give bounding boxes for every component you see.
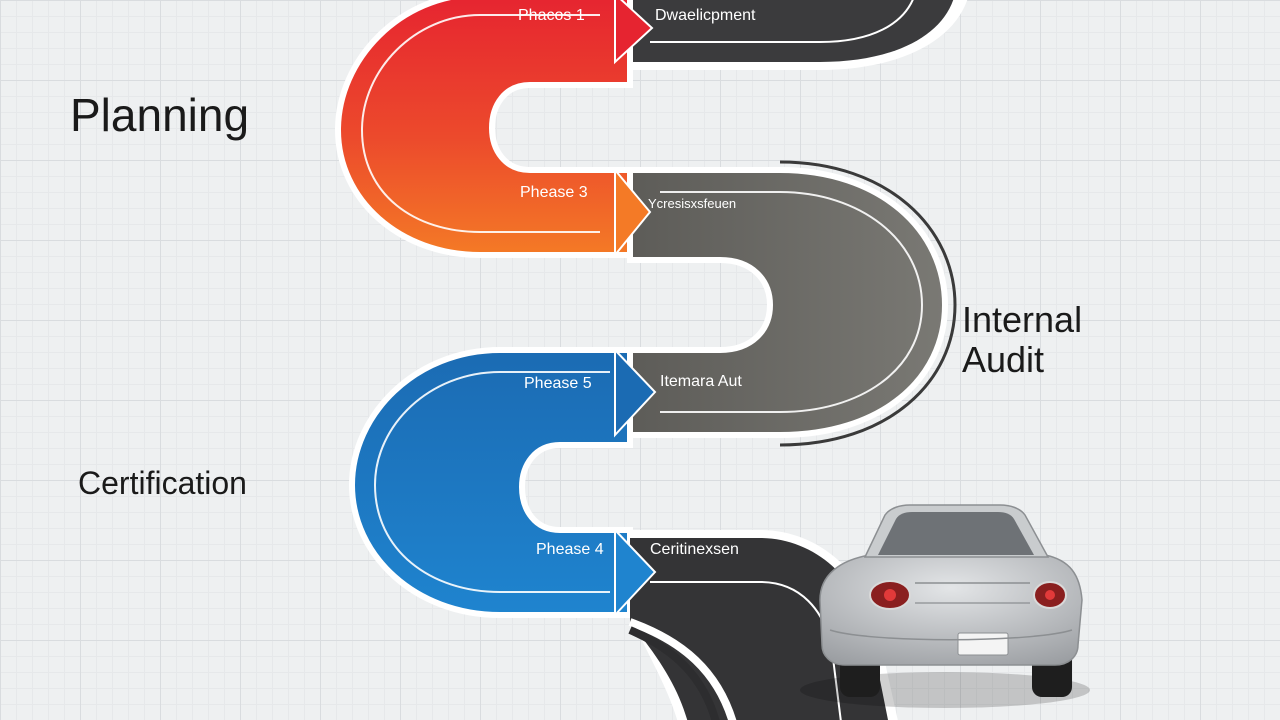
phase-label-3: Phease 5 xyxy=(524,375,592,392)
label-certification: Certification xyxy=(78,465,247,501)
phase-arrows xyxy=(614,0,657,618)
road-segment-blue xyxy=(348,347,633,618)
phase-label-2: Phease 3 xyxy=(520,184,588,201)
arrow-1 xyxy=(614,0,654,65)
arrow-2 xyxy=(614,167,652,258)
road-segment-red xyxy=(334,0,633,258)
stage-label-4: Ceritinexsen xyxy=(650,541,739,558)
stage-label-2: Ycresisxsfeuen xyxy=(648,196,736,211)
car-icon xyxy=(800,504,1090,708)
label-planning: Planning xyxy=(70,89,250,141)
road-segment-gray xyxy=(627,167,949,438)
label-internal-audit: Internal Audit xyxy=(962,299,1083,380)
phase-label-4: Phease 4 xyxy=(536,541,604,558)
stage-label-1: Dwaelicpment xyxy=(655,7,756,24)
stage-label-3: Itemara Aut xyxy=(660,373,742,390)
arrow-4 xyxy=(614,527,657,618)
arrow-3 xyxy=(614,347,657,438)
phase-labels: Phacos 1 Dwaelicpment Phease 3 Ycresisxs… xyxy=(518,7,756,558)
phase-label-1: Phacos 1 xyxy=(518,7,585,24)
